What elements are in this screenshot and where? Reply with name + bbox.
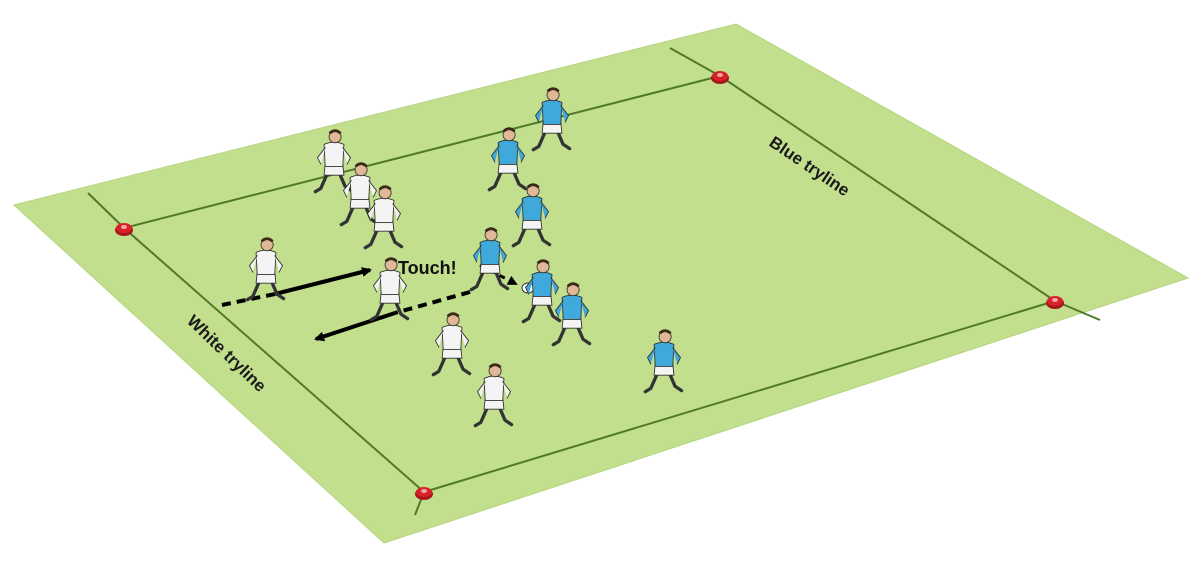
blue-player bbox=[551, 282, 592, 347]
white-player bbox=[369, 257, 410, 322]
blue-player bbox=[511, 183, 552, 248]
white-team bbox=[245, 129, 514, 428]
dotted-arrow-white-line bbox=[221, 292, 276, 307]
cone-right bbox=[1046, 296, 1064, 309]
movement-arrows bbox=[221, 263, 518, 342]
blue-team bbox=[469, 87, 684, 394]
dotted-arrow-touch bbox=[479, 263, 518, 286]
white-player bbox=[363, 185, 404, 250]
blue-player bbox=[531, 87, 572, 152]
solid-arrow-back bbox=[314, 311, 396, 342]
corner-cones bbox=[115, 71, 1064, 500]
blue-player bbox=[487, 127, 528, 192]
white-player bbox=[473, 363, 514, 428]
touch-label: Touch! bbox=[398, 258, 457, 278]
cone-top bbox=[711, 71, 729, 84]
blue-player bbox=[643, 329, 684, 394]
dotted-arrow-centre bbox=[394, 290, 471, 315]
blue-player bbox=[469, 227, 510, 292]
cone-left bbox=[115, 223, 133, 236]
field-lines bbox=[87, 47, 1101, 516]
cone-bottom bbox=[415, 487, 433, 500]
white-player bbox=[431, 312, 472, 377]
white-player bbox=[313, 129, 354, 194]
pitch-surface bbox=[12, 23, 1190, 544]
blue-player bbox=[521, 259, 562, 324]
solid-arrow-forward bbox=[274, 267, 372, 296]
white-player bbox=[245, 237, 286, 302]
